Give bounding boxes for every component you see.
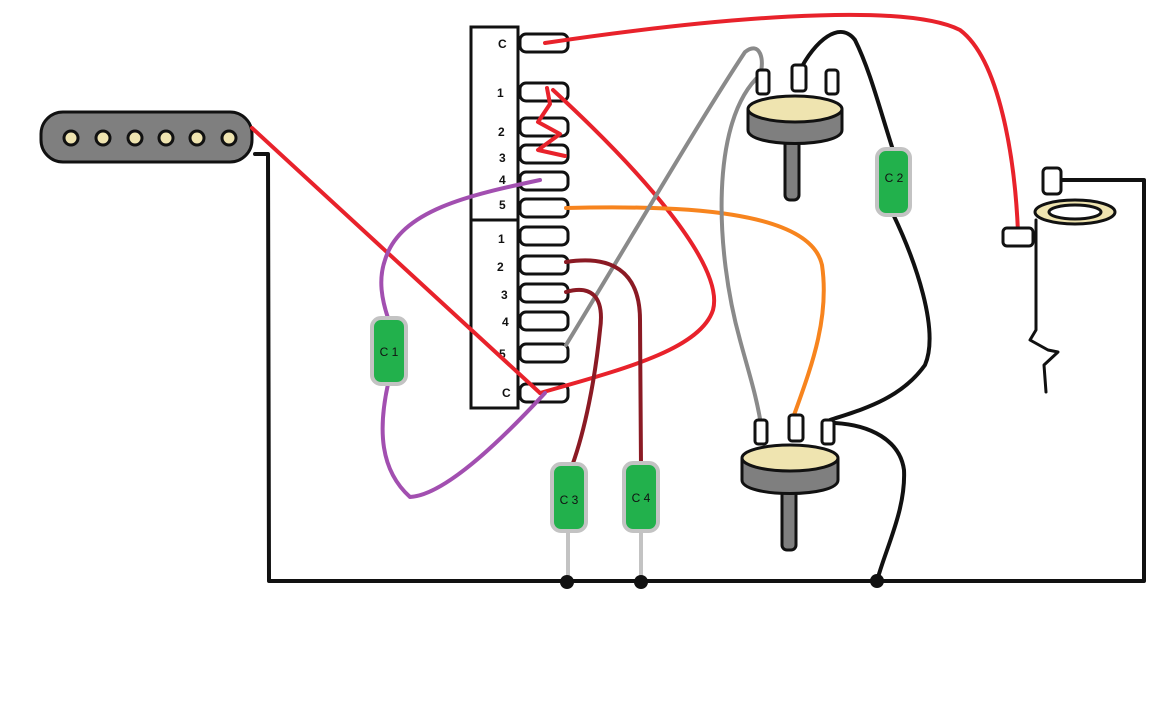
- red-wire-pickup-to-switch: [250, 126, 542, 395]
- switch-lug-lower-3: [518, 282, 570, 304]
- pickup-pole-3: [126, 129, 144, 147]
- switch-label-lower-4: 4: [502, 315, 509, 329]
- switch-lug-lower-5: [518, 342, 570, 364]
- pot2-lug-3: [820, 418, 836, 446]
- switch-label-upper-5: 5: [499, 198, 506, 212]
- capacitor-c4: C 4: [622, 461, 660, 533]
- switch-lugs-upper: [518, 32, 570, 219]
- red-wire-jumper: [536, 86, 567, 158]
- switch-lug-lower-2: [518, 254, 570, 276]
- capacitor-c2: C 2: [875, 147, 912, 217]
- switch-lug-lower-1: [518, 225, 570, 247]
- jack-frame-wire: [1028, 218, 1060, 394]
- switch-lug-upper-4: [518, 170, 570, 192]
- switch-label-upper-1: 1: [497, 86, 504, 100]
- capacitor-c2-label: C 2: [885, 171, 904, 185]
- switch-label-lower-5: 5: [499, 347, 506, 361]
- pickup-pole-2: [94, 129, 112, 147]
- switch-lug-upper-1: [518, 81, 570, 103]
- capacitor-c4-label: C 4: [632, 491, 651, 505]
- pickup-pole-4: [157, 129, 175, 147]
- capacitor-c3-label: C 3: [560, 493, 579, 507]
- ground-bus: [253, 152, 1146, 583]
- orange-wire-switch-to-pot: [564, 205, 826, 420]
- purple-wire-c1-loop: [379, 178, 547, 499]
- pot2-lug-1: [753, 418, 769, 446]
- output-jack: [1001, 166, 1117, 248]
- switch-lug-upper-5: [518, 197, 570, 219]
- jack-tip-lug: [1001, 226, 1035, 248]
- capacitor-c1-label: C 1: [380, 345, 399, 359]
- rotary-switch: C 1 2 3 4 5 1 2 3 4 5 C: [469, 25, 570, 410]
- solder-joint-c3: [560, 575, 574, 589]
- pickup-pole-1: [62, 129, 80, 147]
- capacitor-c1: C 1: [370, 316, 408, 386]
- switch-label-lower-3: 3: [501, 288, 508, 302]
- potentiometer-tone: [740, 413, 840, 552]
- solder-joint-c4: [634, 575, 648, 589]
- pot1-lug-2: [790, 63, 808, 93]
- pickup-pole-6: [220, 129, 238, 147]
- pot2-lug-2: [787, 413, 805, 443]
- switch-lug-lower-4: [518, 310, 570, 332]
- black-wire-pot1-to-c2: [797, 30, 895, 152]
- pickup-pole-5: [188, 129, 206, 147]
- capacitor-c3: C 3: [550, 462, 588, 533]
- black-wire-c2-to-pot2: [828, 212, 932, 422]
- maroon-wire-to-c3: [564, 287, 603, 468]
- switch-label-upper-4: 4: [499, 173, 506, 187]
- switch-label-upper-c: C: [498, 37, 507, 51]
- pot1-lug-3: [824, 68, 840, 96]
- jack-sleeve-lug: [1041, 166, 1063, 196]
- switch-label-upper-2: 2: [498, 125, 505, 139]
- red-wire-to-jack: [543, 12, 1020, 234]
- red-wire-switch-loop: [538, 88, 717, 395]
- ground-wire-main: [253, 152, 1146, 583]
- single-coil-pickup: [39, 110, 254, 164]
- switch-label-lower-2: 2: [497, 260, 504, 274]
- maroon-wire-to-c4: [564, 258, 643, 468]
- pot1-lug-1: [755, 68, 771, 96]
- switch-label-upper-3: 3: [499, 151, 506, 165]
- potentiometer-volume: [746, 63, 844, 202]
- black-wire-pot2-to-ground: [833, 421, 907, 583]
- solder-joint-pot: [870, 574, 884, 588]
- switch-label-lower-c: C: [502, 386, 511, 400]
- switch-lugs-lower: [518, 225, 570, 404]
- switch-label-lower-1: 1: [498, 232, 505, 246]
